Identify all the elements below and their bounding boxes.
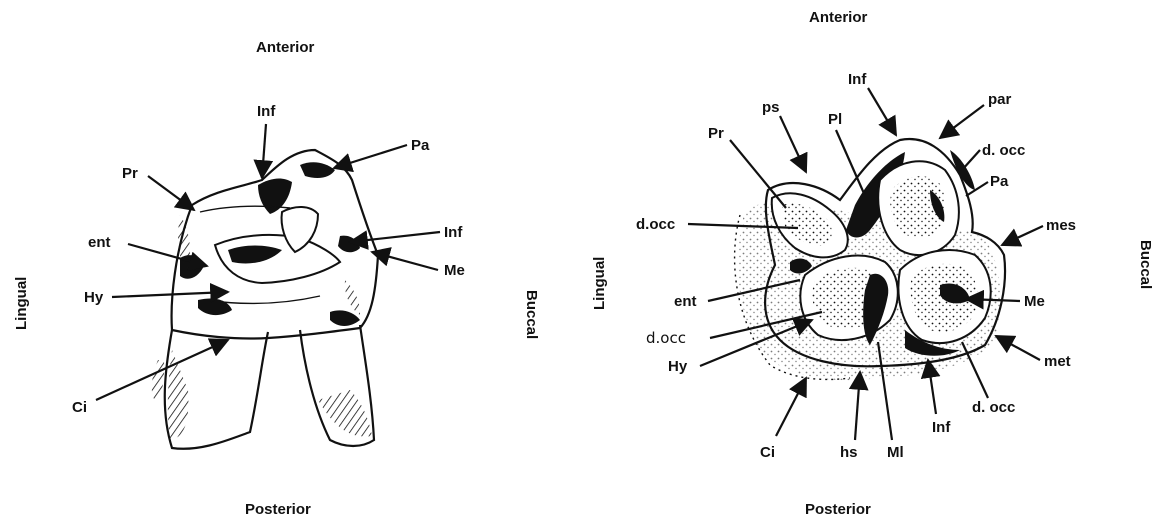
right-label-inf-top: Inf — [848, 71, 867, 88]
left-label-me: Me — [444, 262, 465, 279]
right-label-pr: Pr — [708, 125, 724, 142]
right-label-me: Me — [1024, 293, 1045, 310]
right-anterior-label: Anterior — [809, 9, 868, 26]
right-label-docc-lower-left: d.occ — [646, 329, 686, 347]
right-label-docc-bottom: d. occ — [972, 399, 1015, 416]
right-label-docc-upper-right: d. occ — [982, 142, 1025, 159]
right-molar-drawing — [735, 139, 1005, 380]
right-label-ps: ps — [762, 99, 780, 116]
left-lingual-label: Lingual — [13, 277, 30, 330]
left-label-ent: ent — [88, 234, 111, 251]
right-lingual-label: Lingual — [591, 257, 608, 310]
left-buccal-label: Buccal — [523, 290, 540, 339]
left-label-inf-right: Inf — [444, 224, 463, 241]
right-label-ent: ent — [674, 293, 697, 310]
right-molar-view: Anterior Posterior Lingual Buccal — [591, 9, 1154, 518]
right-label-ml: Ml — [887, 444, 904, 461]
right-label-ci: Ci — [760, 444, 775, 461]
right-label-met: met — [1044, 353, 1071, 370]
left-molar-view: Anterior Posterior Lingual Buccal Inf Pa… — [13, 39, 540, 518]
left-label-pa: Pa — [411, 137, 430, 154]
right-label-hs: hs — [840, 444, 858, 461]
left-label-pr: Pr — [122, 165, 138, 182]
right-label-pl: Pl — [828, 111, 842, 128]
left-posterior-label: Posterior — [245, 501, 311, 518]
left-label-inf-top: Inf — [257, 103, 276, 120]
right-label-par: par — [988, 91, 1012, 108]
left-label-ci: Ci — [72, 399, 87, 416]
right-label-mes: mes — [1046, 217, 1076, 234]
left-label-hy: Hy — [84, 289, 104, 306]
right-label-docc-left: d.occ — [636, 216, 675, 233]
left-anterior-label: Anterior — [256, 39, 315, 56]
right-label-hy: Hy — [668, 358, 688, 375]
right-posterior-label: Posterior — [805, 501, 871, 518]
left-molar-drawing — [152, 150, 378, 449]
right-label-inf-bottom: Inf — [932, 419, 951, 436]
right-buccal-label: Buccal — [1137, 240, 1154, 289]
right-label-pa: Pa — [990, 173, 1009, 190]
